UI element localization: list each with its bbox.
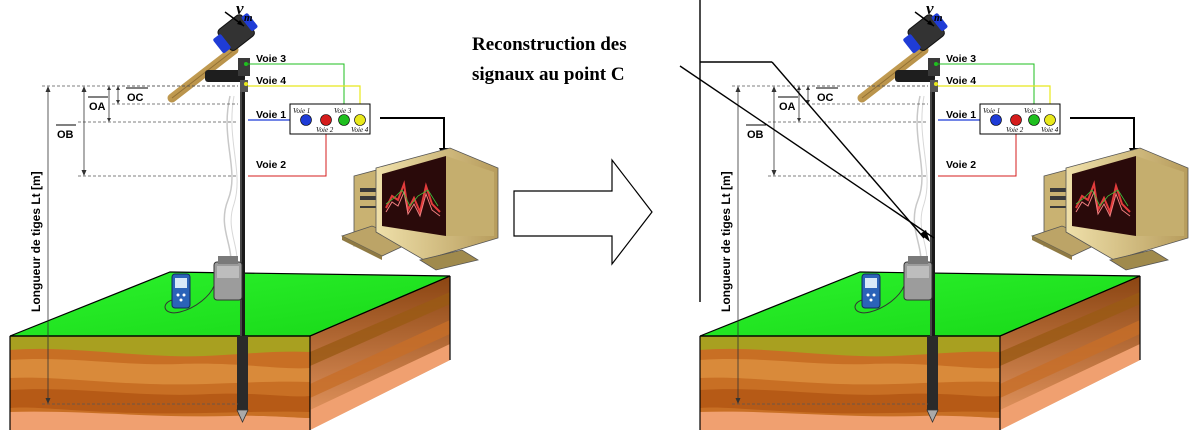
right-field-scene [700, 9, 1188, 430]
left-field-scene [10, 9, 498, 430]
left-box-voie3: Voie 3 [334, 107, 352, 115]
transition-arrow [513, 158, 653, 266]
left-label-voie1: Voie 1 [256, 109, 286, 121]
point-c-pointer-line [771, 61, 925, 239]
right-velocity-symbol: v [926, 0, 934, 18]
reconstruction-title-line1: Reconstruction des [472, 34, 627, 55]
left-panel: v m Voie 3 Voie 4 Voie 1 Voie 2 Voie 1 V… [10, 0, 498, 430]
left-label-voie4: Voie 4 [256, 75, 286, 87]
left-box-voie4: Voie 4 [351, 126, 369, 134]
left-box-voie2: Voie 2 [316, 126, 334, 134]
right-label-voie1: Voie 1 [946, 109, 976, 121]
right-label-voie2: Voie 2 [946, 159, 976, 171]
right-panel: v m Voie 3 Voie 4 Voie 1 Voie 2 Voie 1 V… [679, 0, 1188, 430]
right-box-voie1: Voie 1 [983, 107, 1000, 115]
right-label-voie3: Voie 3 [946, 53, 976, 65]
left-velocity-symbol: v [236, 0, 244, 18]
left-dim-ob: OB [57, 129, 74, 141]
right-label-voie4: Voie 4 [946, 75, 976, 87]
right-box-voie4: Voie 4 [1041, 126, 1059, 134]
reconstruction-title-line2: signaux au point C [472, 64, 625, 85]
right-dim-oc: OC [817, 92, 834, 104]
left-velocity-subscript: m [244, 12, 253, 24]
left-dim-oc: OC [127, 92, 144, 104]
right-dim-ob: OB [747, 129, 764, 141]
right-rod-length-label: Longueur de tiges Lt [m] [719, 171, 733, 312]
right-dim-oa: OA [779, 101, 796, 113]
left-box-voie1: Voie 1 [293, 107, 310, 115]
left-dim-oa: OA [89, 101, 106, 113]
left-rod-length-label: Longueur de tiges Lt [m] [29, 171, 43, 312]
left-label-voie3: Voie 3 [256, 53, 286, 65]
left-label-voie2: Voie 2 [256, 159, 286, 171]
right-velocity-subscript: m [934, 12, 943, 24]
right-box-voie2: Voie 2 [1006, 126, 1024, 134]
right-box-voie3: Voie 3 [1024, 107, 1042, 115]
